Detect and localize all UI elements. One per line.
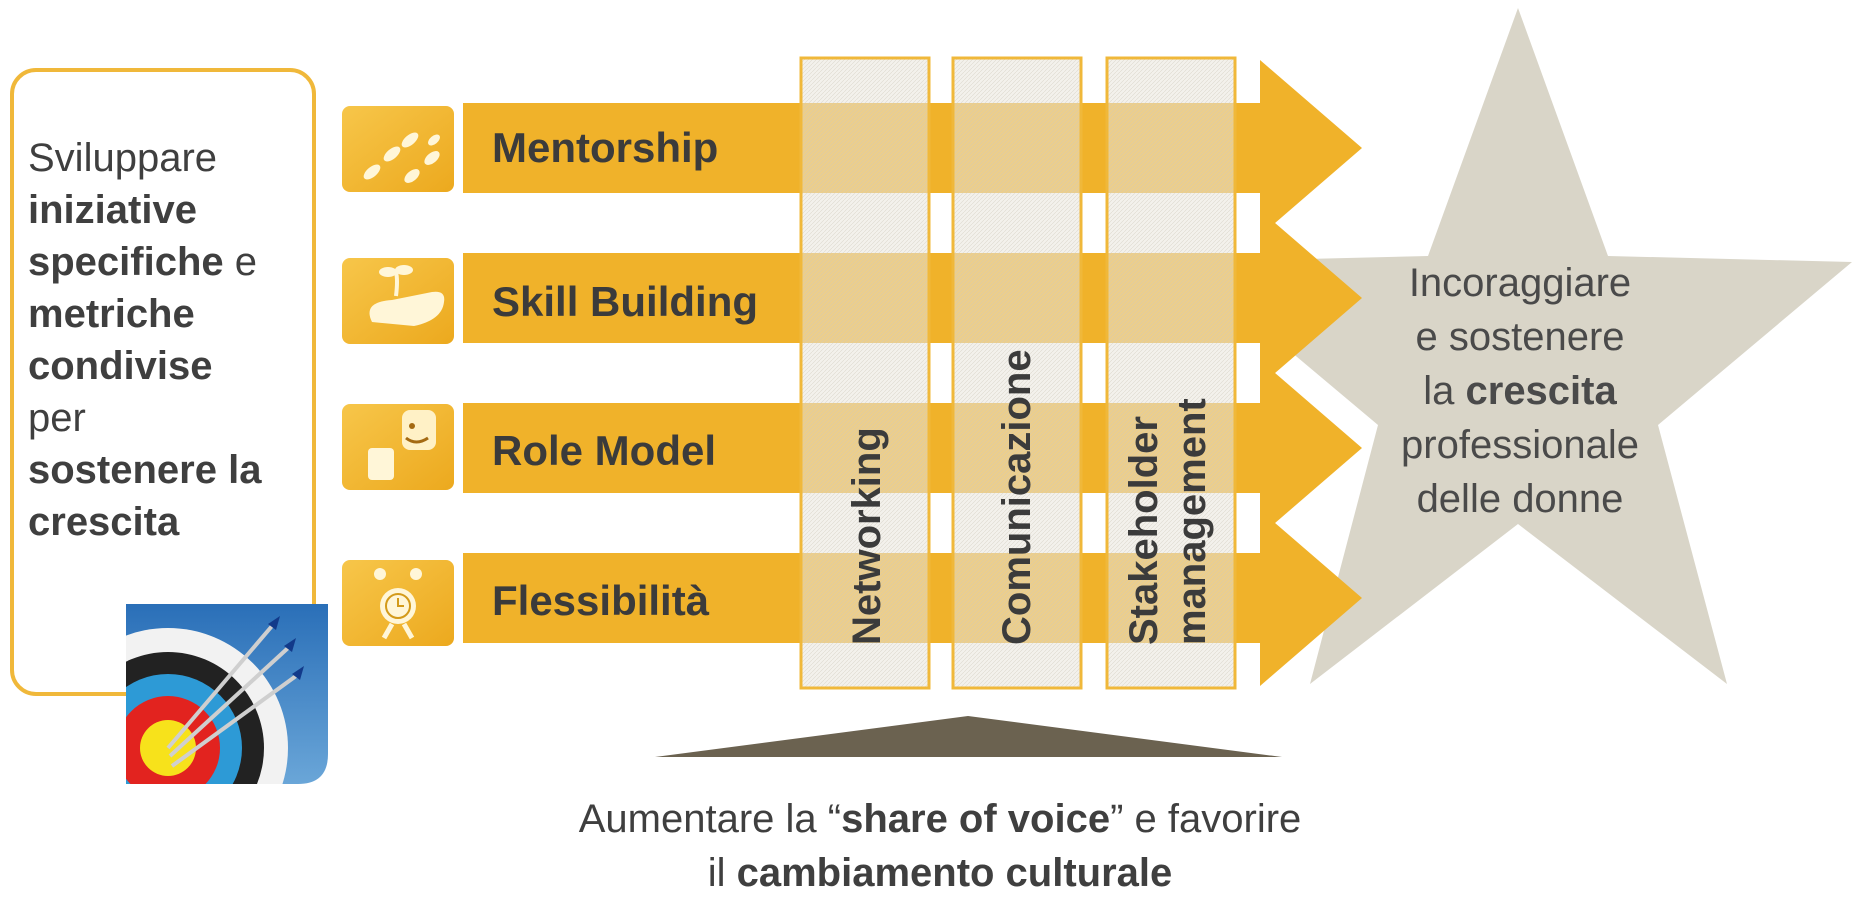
column-stakeholder [1105, 56, 1237, 690]
column-label-stakeholder: Stakeholder management [1120, 398, 1216, 645]
column-label-stakeholder-line1: Stakeholder [1122, 416, 1166, 645]
footprints-icon [342, 106, 454, 192]
text-run: specifiche [28, 240, 224, 284]
left-box-text: Sviluppare iniziative specifiche e metriche… [28, 132, 318, 548]
text-run: il [707, 851, 737, 895]
text-run: professionale [1401, 423, 1639, 467]
text-run: e [223, 240, 258, 284]
text-run: share of voice [841, 797, 1111, 841]
arrow-label-skill-building: Skill Building [492, 278, 759, 325]
mentor-figures-icon [342, 404, 454, 490]
text-run: metriche [28, 292, 195, 336]
text-run: crescita [1465, 369, 1617, 413]
text-run: Sviluppare [28, 136, 218, 180]
column-label-stakeholder-line2: management [1170, 398, 1214, 645]
text-run: iniziative [28, 188, 197, 232]
foundation-triangle [655, 716, 1282, 757]
star-goal-text: Incoraggiare e sostenere la crescita profes… [1345, 256, 1695, 526]
text-run: cambiamento culturale [736, 851, 1173, 895]
column-label-networking-text: Networking [845, 427, 889, 645]
text-run: condivise [28, 344, 213, 388]
column-networking [799, 56, 931, 690]
column-label-networking: Networking [843, 427, 891, 645]
juggler-clock-icon [342, 560, 454, 646]
column-label-comunicazione: Comunicazione [993, 349, 1041, 645]
text-run: Aumentare la “ [578, 797, 842, 841]
hand-sprout-icon [342, 258, 454, 344]
column-label-comunicazione-text: Comunicazione [995, 349, 1039, 645]
arrow-label-flessibilita: Flessibilità [492, 577, 710, 624]
text-run: Incoraggiare [1408, 261, 1632, 305]
bottom-caption: Aumentare la “share of voice” e favorire… [470, 792, 1410, 900]
text-run: delle donne [1416, 477, 1624, 521]
text-run: sostenere la [28, 448, 262, 492]
arrow-label-role-model: Role Model [492, 427, 717, 474]
arrow-label-mentorship: Mentorship [492, 124, 719, 171]
text-run: crescita [28, 500, 180, 544]
text-run: e sostenere [1415, 315, 1625, 359]
text-run: per [28, 396, 86, 440]
text-run: ” e favorire [1110, 797, 1302, 841]
column-comunicazione [951, 56, 1083, 690]
text-run: la [1423, 369, 1466, 413]
goal-star [1184, 8, 1852, 684]
archery-target-icon [126, 604, 328, 784]
